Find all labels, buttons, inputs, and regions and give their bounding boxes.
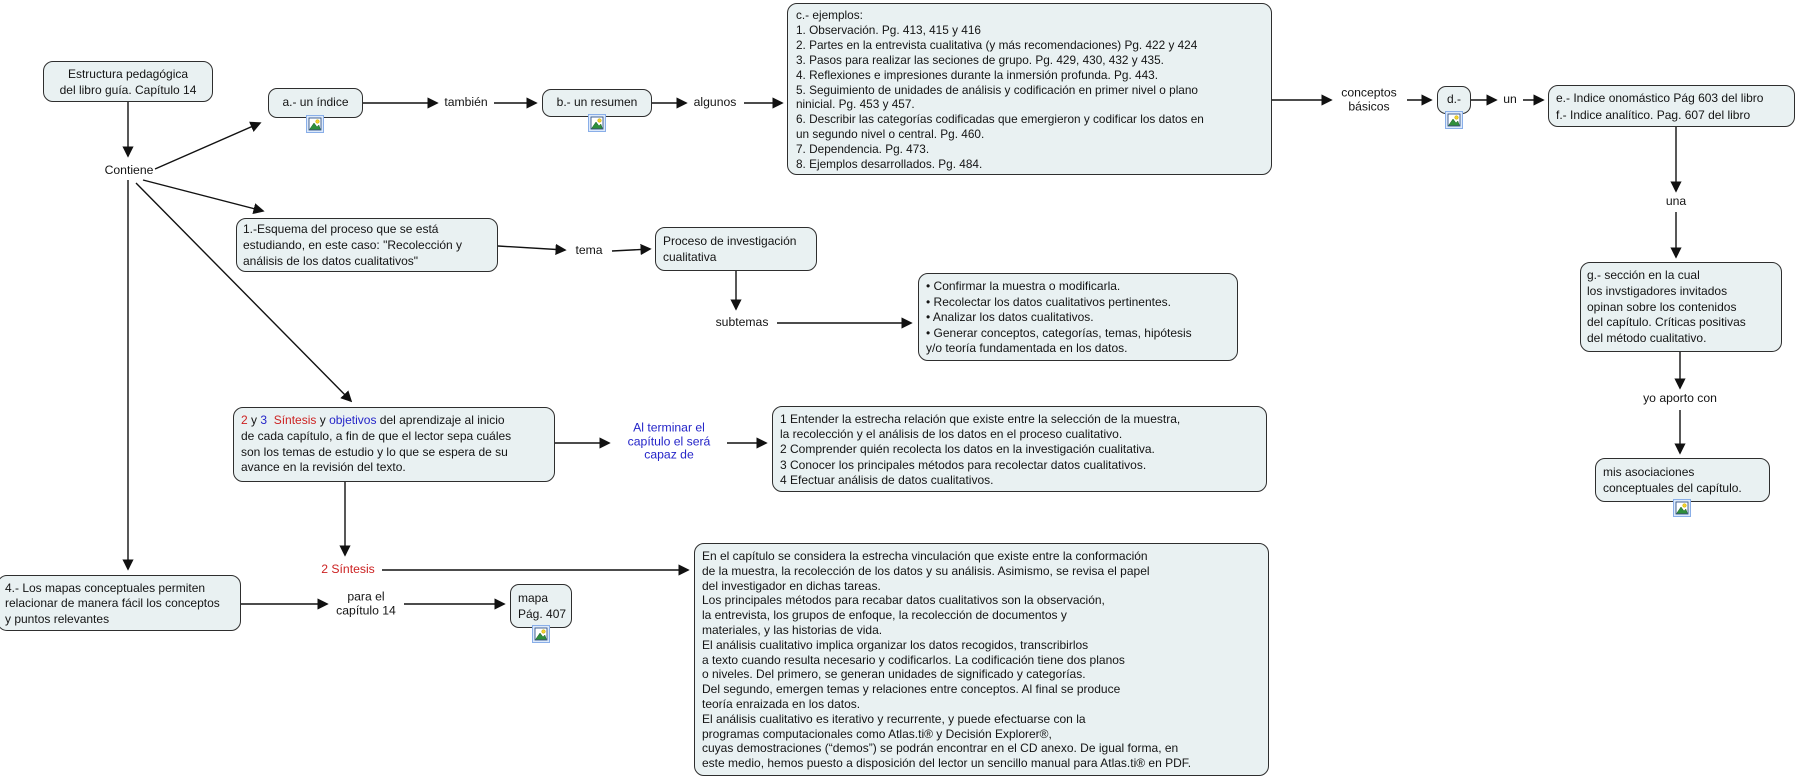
node-subtemas-lista-text: • Confirmar la muestra o modificarla. • … xyxy=(926,279,1192,355)
connector-tema-proceso xyxy=(611,243,652,256)
node-objetivos-lista-text: 1 Entender la estrecha relación que exis… xyxy=(780,412,1181,487)
node-indices-ef-text: e.- Indice onomástico Pág 603 del libro … xyxy=(1556,91,1764,122)
image-attachment-icon[interactable] xyxy=(532,625,550,643)
image-attachment-icon[interactable] xyxy=(306,115,324,133)
connector-contiene-indice xyxy=(154,121,262,170)
link-label-algunos[interactable]: algunos xyxy=(693,95,737,110)
node-indice-text: a.- un índice xyxy=(282,95,349,110)
connector-esquema-tema xyxy=(497,243,567,256)
node-sintesis-objetivos[interactable]: 2 y 3 Síntesis y objetivos del aprendiza… xyxy=(233,407,555,482)
connector-contiene-esquema xyxy=(142,179,265,215)
node-ejemplos[interactable]: c.- ejemplos: 1. Observación. Pg. 413, 4… xyxy=(787,3,1272,175)
link-label-un[interactable]: un xyxy=(1503,92,1517,107)
link-label-subtemas[interactable]: subtemas xyxy=(715,315,769,330)
link-label-tambien[interactable]: también xyxy=(444,95,488,110)
sintesis-part-3: 3 xyxy=(260,413,268,427)
node-subtemas-lista[interactable]: • Confirmar la muestra o modificarla. • … xyxy=(918,273,1238,361)
link-label-una[interactable]: una xyxy=(1665,194,1687,209)
node-objetivos-lista[interactable]: 1 Entender la estrecha relación que exis… xyxy=(772,406,1267,492)
node-estructura-pedagogica[interactable]: Estructura pedagógica del libro guía. Ca… xyxy=(43,61,213,102)
node-mis-asociaciones-text: mis asociaciones conceptuales del capítu… xyxy=(1603,465,1742,495)
node-seccion-g[interactable]: g.- sección en la cual los invstigadores… xyxy=(1580,262,1782,352)
node-d[interactable]: d.- xyxy=(1437,86,1471,114)
image-attachment-icon[interactable] xyxy=(1445,111,1463,129)
link-label-yo-aporto-con[interactable]: yo aporto con xyxy=(1643,391,1717,406)
node-d-text: d.- xyxy=(1446,92,1461,107)
image-attachment-icon[interactable] xyxy=(588,114,606,132)
sintesis-part-y2: y xyxy=(316,413,330,427)
link-label-2-sintesis[interactable]: 2 Síntesis xyxy=(321,562,375,577)
link-label-conceptos-basicos[interactable]: conceptos básicos xyxy=(1341,85,1397,113)
node-mis-asociaciones[interactable]: mis asociaciones conceptuales del capítu… xyxy=(1595,458,1770,502)
node-ejemplos-text: c.- ejemplos: 1. Observación. Pg. 413, 4… xyxy=(796,8,1204,172)
node-seccion-g-text: g.- sección en la cual los invstigadores… xyxy=(1587,268,1746,346)
node-mapas-conceptuales-text: 4.- Los mapas conceptuales permiten rela… xyxy=(5,581,220,626)
node-proceso[interactable]: Proceso de investigación cualitativa xyxy=(655,227,817,271)
node-mapa-pag[interactable]: mapa Pág. 407 xyxy=(510,584,572,628)
link-label-tema[interactable]: tema xyxy=(575,243,603,258)
sintesis-part-sintesis: Síntesis xyxy=(267,413,317,427)
node-estructura-text: Estructura pedagógica del libro guía. Ca… xyxy=(59,66,197,97)
node-esquema[interactable]: 1.-Esquema del proceso que se está estud… xyxy=(236,218,498,272)
node-mapas-conceptuales[interactable]: 4.- Los mapas conceptuales permiten rela… xyxy=(0,575,241,631)
node-resumen[interactable]: b.- un resumen xyxy=(542,89,652,117)
node-resumen-text: b.- un resumen xyxy=(556,95,638,110)
link-label-al-terminar[interactable]: Al terminar el capítulo el será capaz de xyxy=(627,420,711,462)
image-attachment-icon[interactable] xyxy=(1673,499,1691,517)
connector-contiene-sintesis xyxy=(135,182,353,403)
node-proceso-text: Proceso de investigación cualitativa xyxy=(663,234,797,264)
sintesis-part-rest: del aprendizaje al inicio de cada capítu… xyxy=(241,413,512,475)
sintesis-part-y1: y xyxy=(247,413,261,427)
node-resumen-capitulo-text: En el capítulo se considera la estrecha … xyxy=(702,549,1192,771)
link-label-para-el-capitulo[interactable]: para el capítulo 14 xyxy=(336,589,396,617)
node-esquema-text: 1.-Esquema del proceso que se está estud… xyxy=(243,222,463,268)
sintesis-part-objetivos: objetivos xyxy=(329,413,377,427)
node-resumen-capitulo[interactable]: En el capítulo se considera la estrecha … xyxy=(694,543,1269,776)
node-indice[interactable]: a.- un índice xyxy=(268,88,363,118)
node-indices-ef[interactable]: e.- Indice onomástico Pág 603 del libro … xyxy=(1548,85,1795,127)
node-mapa-pag-text: mapa Pág. 407 xyxy=(518,591,567,621)
link-label-contiene[interactable]: Contiene xyxy=(104,163,154,178)
sintesis-part-2: 2 xyxy=(241,413,248,427)
